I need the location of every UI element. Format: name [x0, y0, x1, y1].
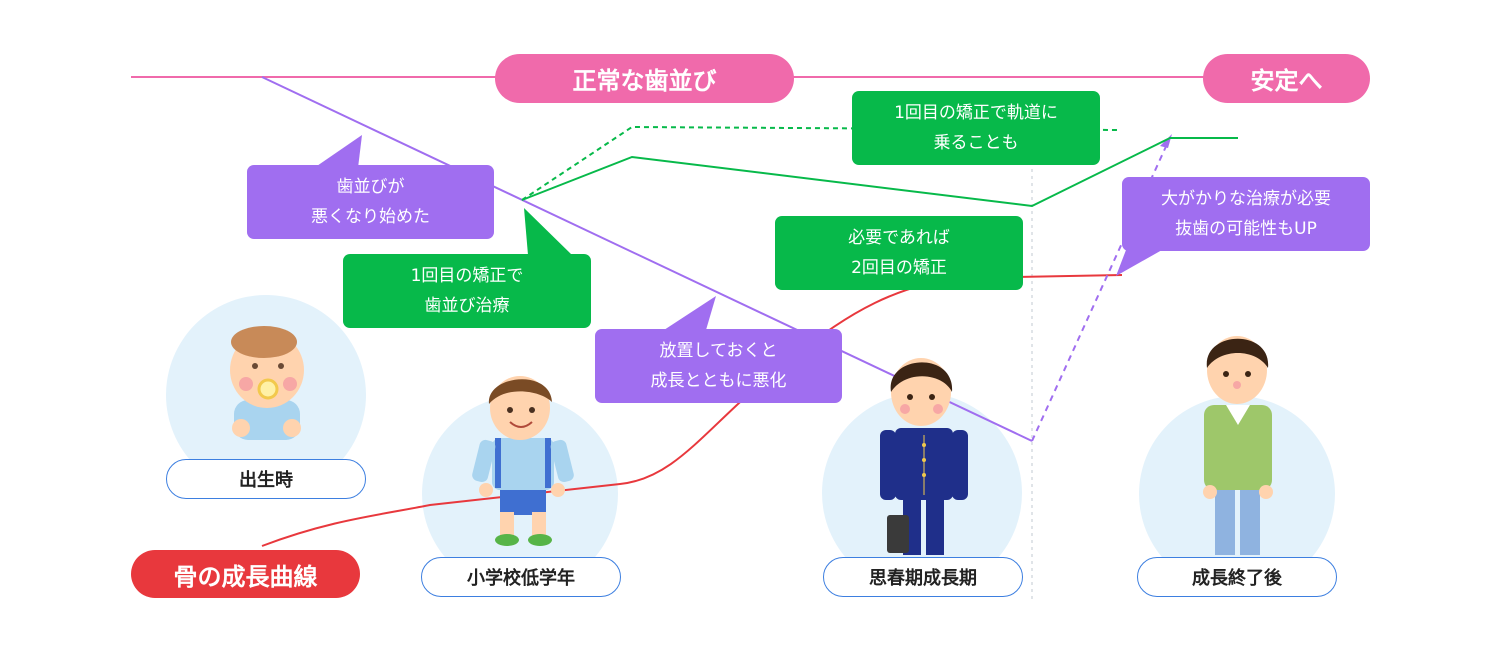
stage-elementary: 小学校低学年	[421, 557, 621, 597]
student-illustration	[880, 358, 968, 555]
pointer-major	[1116, 250, 1162, 276]
bone-growth-curve	[261, 274, 1123, 547]
pointer-neglect	[664, 296, 716, 330]
stage-puberty: 思春期成長期	[823, 557, 1023, 597]
worse-start-bubble: 歯並びが 悪くなり始めた	[247, 165, 494, 239]
pointer-first-treatment	[524, 208, 572, 255]
first-treatment-bubble: 1回目の矯正で 歯並び治療	[343, 254, 591, 328]
major-treatment-bubble: 大がかりな治療が必要 抜歯の可能性もUP	[1122, 177, 1370, 251]
elementary-boy-illustration	[472, 376, 574, 546]
stable-label: 安定へ	[1203, 54, 1370, 103]
second-treatment-bubble: 必要であれば 2回目の矯正	[775, 216, 1023, 290]
normal-teeth-label: 正常な歯並び	[495, 54, 794, 103]
adult-illustration	[1203, 336, 1273, 555]
baby-illustration	[230, 326, 304, 440]
on-track-bubble: 1回目の矯正で軌道に 乗ることも	[852, 91, 1100, 165]
pointer-worse-start	[314, 135, 362, 168]
stage-birth: 出生時	[166, 459, 366, 499]
bone-growth-label: 骨の成長曲線	[131, 550, 360, 598]
stage-adult: 成長終了後	[1137, 557, 1337, 597]
circle-adult	[1139, 396, 1335, 592]
treatment-line	[521, 137, 1238, 208]
neglect-bubble: 放置しておくと 成長とともに悪化	[595, 329, 842, 403]
